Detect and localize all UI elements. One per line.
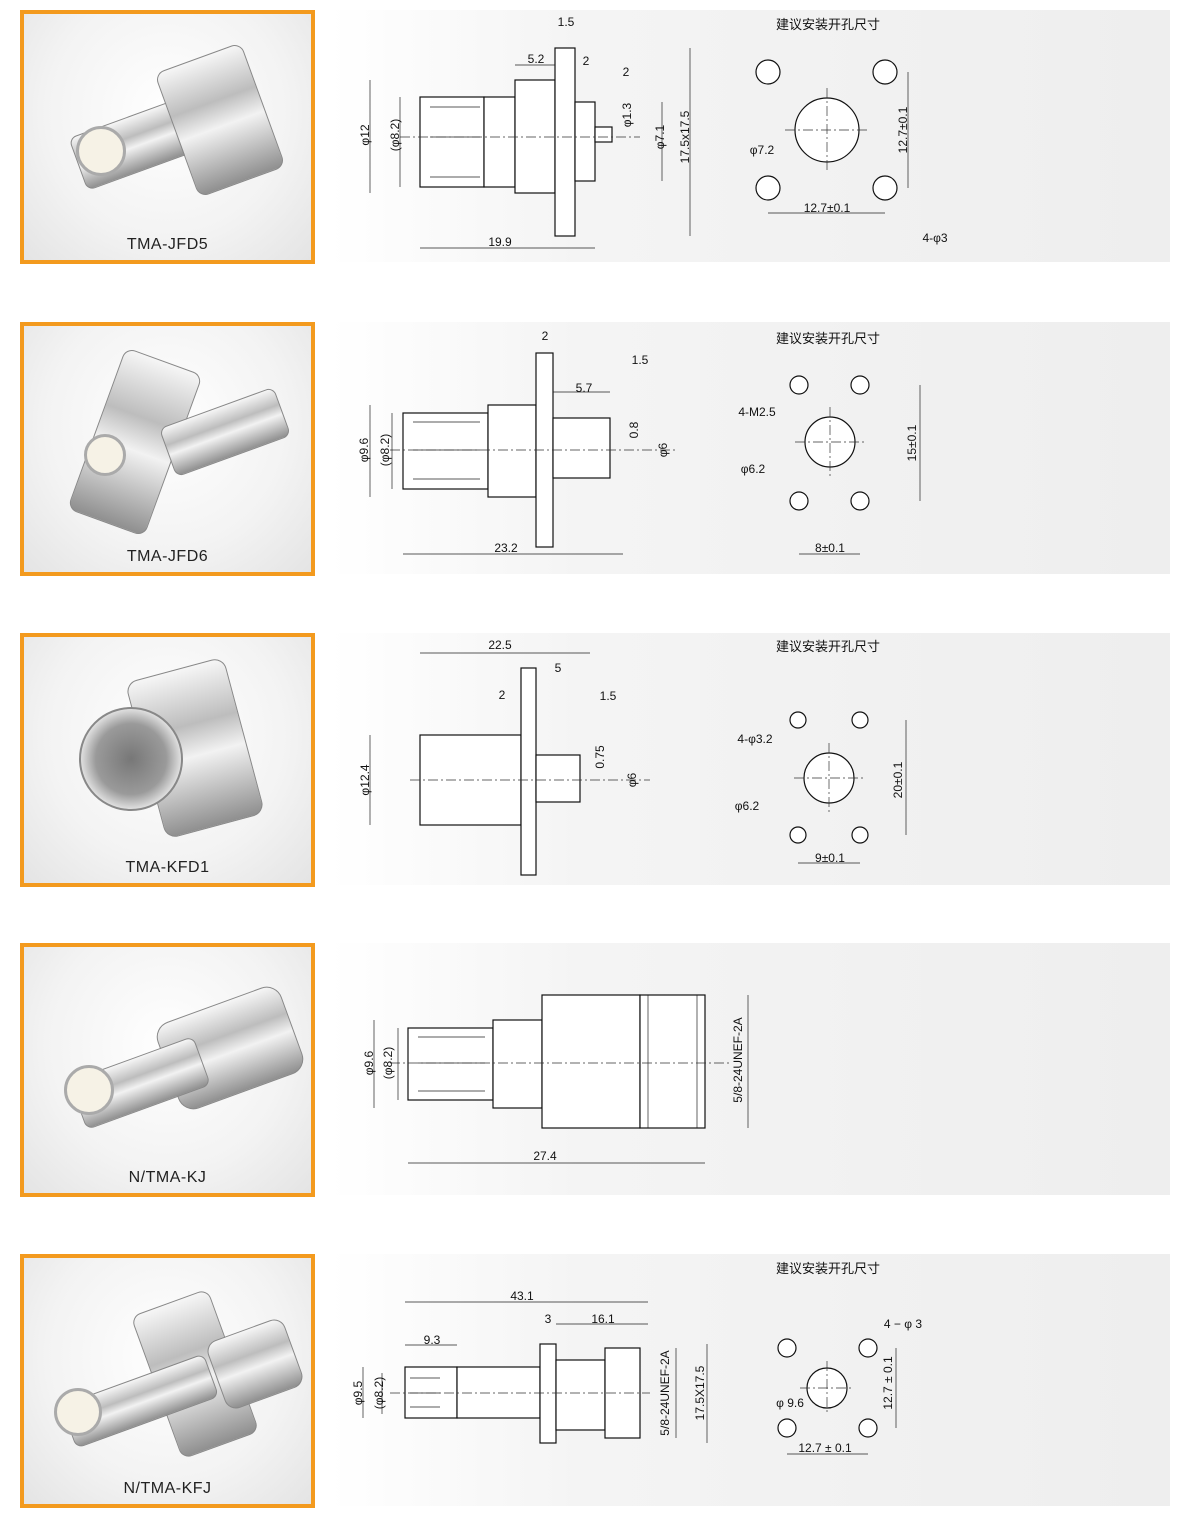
dim-length: 27.4 [533,1149,557,1163]
dim-inner-diameter: (φ8.2) [388,119,402,151]
mount-hole: φ7.2 [750,143,775,157]
dim-b: 2 [583,54,590,68]
dim-stub: φ6 [625,772,639,787]
drawing-panel: 22.5 5 2 1.5 0.75 φ6 φ12.4 建议安装开孔尺寸 4-φ3… [330,633,1170,885]
mount-horizontal: 12.7 ± 0.1 [798,1441,852,1455]
technical-drawing: φ9.6 (φ8.2) 5/8-24UNEF-2A 27.4 [362,994,749,1164]
mount-vertical: 12.7±0.1 [896,106,910,153]
model-label: TMA-KFD1 [125,859,210,876]
mount-vertical: 12.7 ± 0.1 [881,1356,895,1410]
mount-horizontal: 12.7±0.1 [804,201,851,215]
product-row-tma-kfd1: TMA-KFD1 22.5 5 2 1.5 0.75 φ6 φ12.4 建议安装… [0,633,1200,887]
connector-face [84,434,126,476]
model-label: N/TMA-KFJ [123,1480,212,1497]
flange-image [154,42,286,198]
mount-screw: 4 − φ 3 [884,1317,922,1331]
mount-horizontal: 9±0.1 [815,851,845,865]
dim-thread: 5/8-24UNEF-2A [731,1017,745,1102]
dim-outer-diameter: φ12 [358,124,372,145]
drawing-panel: 43.1 3 16.1 9.3 φ9.5 (φ8.2) 5/8-24UNEF-2… [330,1254,1170,1506]
dim-c: 0.8 [627,421,641,438]
mount-title: 建议安装开孔尺寸 [776,639,880,654]
product-row-tma-jfd5: TMA-JFD5 1.5 5.2 2 2 φ12 (φ8.2) φ1.3 φ7.… [0,10,1200,264]
mount-screw: 4-φ3.2 [737,732,772,746]
product-photo: N/TMA-KFJ [20,1254,315,1508]
technical-drawing: 2 1.5 5.7 0.8 φ6 φ9.6 (φ8.2) 23.2 建议安装开孔… [357,329,921,555]
connector-face [64,1065,114,1115]
product-photo: TMA-JFD5 [20,10,315,264]
product-photo: TMA-JFD6 [20,322,315,576]
dim-flange: 17.5X17.5 [693,1365,707,1420]
dim-b: 9.3 [424,1333,441,1347]
mount-screw: 4-φ3 [922,231,947,245]
product-row-n-tma-kfj: N/TMA-KFJ 43.1 3 16.1 9.3 φ9.5 (φ8.2) 5/… [0,1254,1200,1508]
dim-b: 1.5 [632,353,649,367]
dim-b: 1.5 [600,689,617,703]
mount-hole: φ6.2 [735,799,760,813]
dim-stub: φ6 [656,442,670,457]
dim-outer-diameter: φ9.6 [362,1050,376,1075]
mount-title: 建议安装开孔尺寸 [776,1261,880,1276]
dim-pin: φ1.3 [620,102,634,127]
technical-drawing: 22.5 5 2 1.5 0.75 φ6 φ12.4 建议安装开孔尺寸 4-φ3… [358,638,907,876]
product-photo: N/TMA-KJ [20,943,315,1197]
mount-hole: φ6.2 [741,462,766,476]
mount-title: 建议安装开孔尺寸 [776,17,880,32]
connector-face [79,707,183,811]
dim-c: 0.75 [593,745,607,769]
dim-thread: 5/8-24UNEF-2A [658,1350,672,1435]
dim-stub: φ7.1 [653,124,667,149]
dim-outer-diameter: φ9.6 [357,437,371,462]
connector-face [54,1388,102,1436]
dim-inner-diameter: (φ8.2) [372,1377,386,1409]
dim-length: 23.2 [494,541,518,555]
dim-flange-thickness: 2 [542,329,549,343]
mount-horizontal: 8±0.1 [815,541,845,555]
mount-vertical: 15±0.1 [905,424,919,461]
product-photo: TMA-KFD1 [20,633,315,887]
drawing-panel: 2 1.5 5.7 0.8 φ6 φ9.6 (φ8.2) 23.2 建议安装开孔… [330,322,1170,574]
model-label: TMA-JFD5 [126,236,209,253]
dim-length: 19.9 [488,235,512,249]
technical-drawing: 1.5 5.2 2 2 φ12 (φ8.2) φ1.3 φ7.1 17.5x17… [358,15,948,249]
mount-hole: φ 9.6 [776,1396,804,1410]
dim-flange: 17.5x17.5 [678,110,692,163]
dim-length: 43.1 [510,1289,534,1303]
mount-title: 建议安装开孔尺寸 [776,331,880,346]
dim-a: 5.7 [576,381,593,395]
model-label: N/TMA-KJ [128,1169,207,1186]
mount-screw: 4-M2.5 [738,405,776,419]
dim-inner-diameter: (φ8.2) [381,1047,395,1079]
dim-flange-thickness: 3 [545,1312,552,1326]
dim-c: 2 [623,65,630,79]
dim-outer-diameter: φ9.5 [351,1380,365,1405]
dim-length: 22.5 [488,638,512,652]
product-row-n-tma-kj: N/TMA-KJ φ9.6 (φ8.2) 5/8-24UNEF-2A 27.4 [0,943,1200,1197]
dim-a: 5 [555,661,562,675]
model-label: TMA-JFD6 [126,548,209,565]
dim-outer-diameter: φ12.4 [358,764,372,795]
product-row-tma-jfd6: TMA-JFD6 2 1.5 5.7 0.8 φ6 φ9.6 (φ8.2) 23… [0,322,1200,576]
mount-vertical: 20±0.1 [891,761,905,798]
connector-face [76,126,126,176]
drawing-panel: 1.5 5.2 2 2 φ12 (φ8.2) φ1.3 φ7.1 17.5x17… [330,10,1170,262]
dim-inner-diameter: (φ8.2) [378,434,392,466]
dim-flange-thickness: 2 [499,688,506,702]
dim-a: 16.1 [591,1312,615,1326]
technical-drawing: 43.1 3 16.1 9.3 φ9.5 (φ8.2) 5/8-24UNEF-2… [351,1261,922,1455]
drawing-panel: φ9.6 (φ8.2) 5/8-24UNEF-2A 27.4 [330,943,1170,1195]
dim-flange-thickness: 1.5 [558,15,575,29]
dim-a: 5.2 [528,52,545,66]
